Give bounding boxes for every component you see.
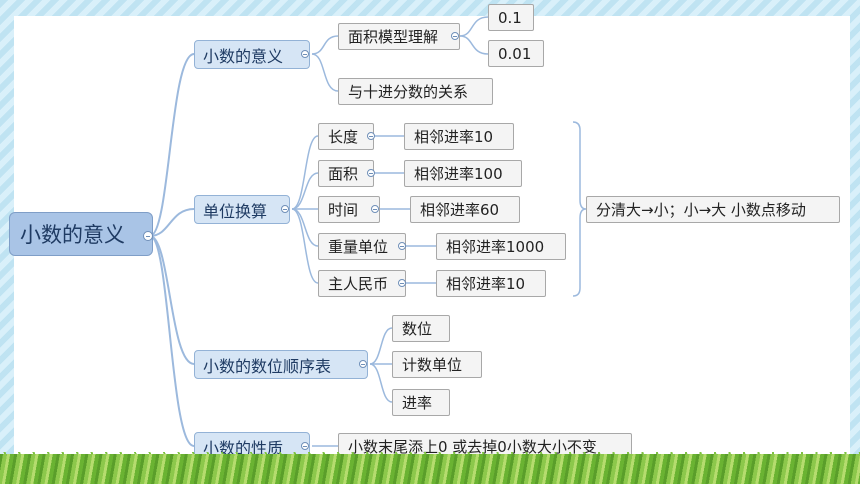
connector-units-weight (291, 208, 319, 247)
collapse-toggle-icon[interactable] (301, 50, 309, 58)
root-label: 小数的意义 (20, 223, 125, 247)
rate-length[interactable]: 相邻进率10 (404, 123, 514, 150)
unit-time[interactable]: 时间 (318, 196, 380, 223)
rate-length-label: 相邻进率10 (414, 128, 494, 146)
connector-place-rate (369, 363, 393, 403)
connector-root-units (149, 208, 195, 237)
collapse-toggle-icon[interactable] (398, 279, 406, 287)
connector-root-place (149, 235, 195, 365)
branch-place-value-label: 小数的数位顺序表 (203, 356, 332, 376)
connector-area-0.1 (459, 16, 489, 37)
collapse-toggle-icon[interactable] (301, 442, 309, 450)
unit-time-label: 时间 (328, 201, 359, 219)
node-area-model-label: 面积模型理解 (348, 28, 439, 46)
unit-length-label: 长度 (328, 128, 359, 146)
connector-units-area (291, 172, 319, 210)
unit-length[interactable]: 长度 (318, 123, 374, 150)
unit-weight-label: 重量单位 (328, 238, 389, 256)
unit-money-label: 主人民币 (328, 275, 389, 293)
unit-area-label: 面积 (328, 165, 359, 183)
branch-unit-conversion[interactable]: 单位换算 (194, 195, 290, 224)
node-counting-unit-label: 计数单位 (402, 356, 463, 374)
collapse-toggle-icon[interactable] (143, 231, 153, 241)
collapse-toggle-icon[interactable] (398, 242, 406, 250)
node-0.01-label: 0.01 (498, 44, 532, 63)
connector-units-money (291, 208, 319, 284)
node-decimal-fraction-label: 与十进分数的关系 (348, 83, 469, 101)
collapse-toggle-icon[interactable] (281, 205, 289, 213)
branch-unit-conversion-label: 单位换算 (203, 201, 268, 221)
branch-place-value[interactable]: 小数的数位顺序表 (194, 350, 368, 379)
unit-area[interactable]: 面积 (318, 160, 374, 187)
rate-time-label: 相邻进率60 (420, 201, 500, 219)
collapse-toggle-icon[interactable] (367, 169, 375, 177)
rate-money[interactable]: 相邻进率10 (436, 270, 546, 297)
rate-money-label: 相邻进率10 (446, 275, 526, 293)
unit-money[interactable]: 主人民币 (318, 270, 406, 297)
node-counting-unit[interactable]: 计数单位 (392, 351, 482, 378)
unit-summary-label: 分清大→小；小→大 小数点移动 (596, 201, 806, 219)
connector-place-digit (369, 327, 393, 365)
node-carry-rate-label: 进率 (402, 394, 433, 412)
connector-root-meaning (149, 53, 195, 237)
node-0.01[interactable]: 0.01 (488, 40, 544, 67)
node-digit-label: 数位 (402, 320, 433, 338)
unit-weight[interactable]: 重量单位 (318, 233, 406, 260)
connector-area-0.01 (459, 35, 489, 55)
collapse-toggle-icon[interactable] (371, 205, 379, 213)
rate-weight-label: 相邻进率1000 (446, 238, 545, 256)
collapse-toggle-icon[interactable] (359, 360, 367, 368)
node-decimal-fraction[interactable]: 与十进分数的关系 (338, 78, 493, 105)
node-carry-rate[interactable]: 进率 (392, 389, 450, 416)
node-property-rule-label: 小数末尾添上0 或去掉0小数大小不变 (348, 438, 597, 456)
rate-area[interactable]: 相邻进率100 (404, 160, 522, 187)
branch-meaning-label: 小数的意义 (203, 46, 284, 66)
connector-meaning-relation (311, 53, 339, 92)
grass-decoration (0, 454, 860, 484)
rate-area-label: 相邻进率100 (414, 165, 503, 183)
connector-root-property (149, 235, 195, 447)
unit-summary[interactable]: 分清大→小；小→大 小数点移动 (586, 196, 840, 223)
root-node[interactable]: 小数的意义 (9, 212, 153, 256)
rate-weight[interactable]: 相邻进率1000 (436, 233, 566, 260)
branch-meaning[interactable]: 小数的意义 (194, 40, 310, 69)
summary-bracket (572, 121, 587, 297)
rate-time[interactable]: 相邻进率60 (410, 196, 520, 223)
node-area-model[interactable]: 面积模型理解 (338, 23, 460, 50)
node-0.1[interactable]: 0.1 (488, 4, 534, 31)
connector-meaning-area (311, 35, 339, 55)
connector-units-length (291, 135, 319, 210)
collapse-toggle-icon[interactable] (451, 32, 459, 40)
node-0.1-label: 0.1 (498, 8, 522, 27)
collapse-toggle-icon[interactable] (367, 132, 375, 140)
node-digit[interactable]: 数位 (392, 315, 450, 342)
